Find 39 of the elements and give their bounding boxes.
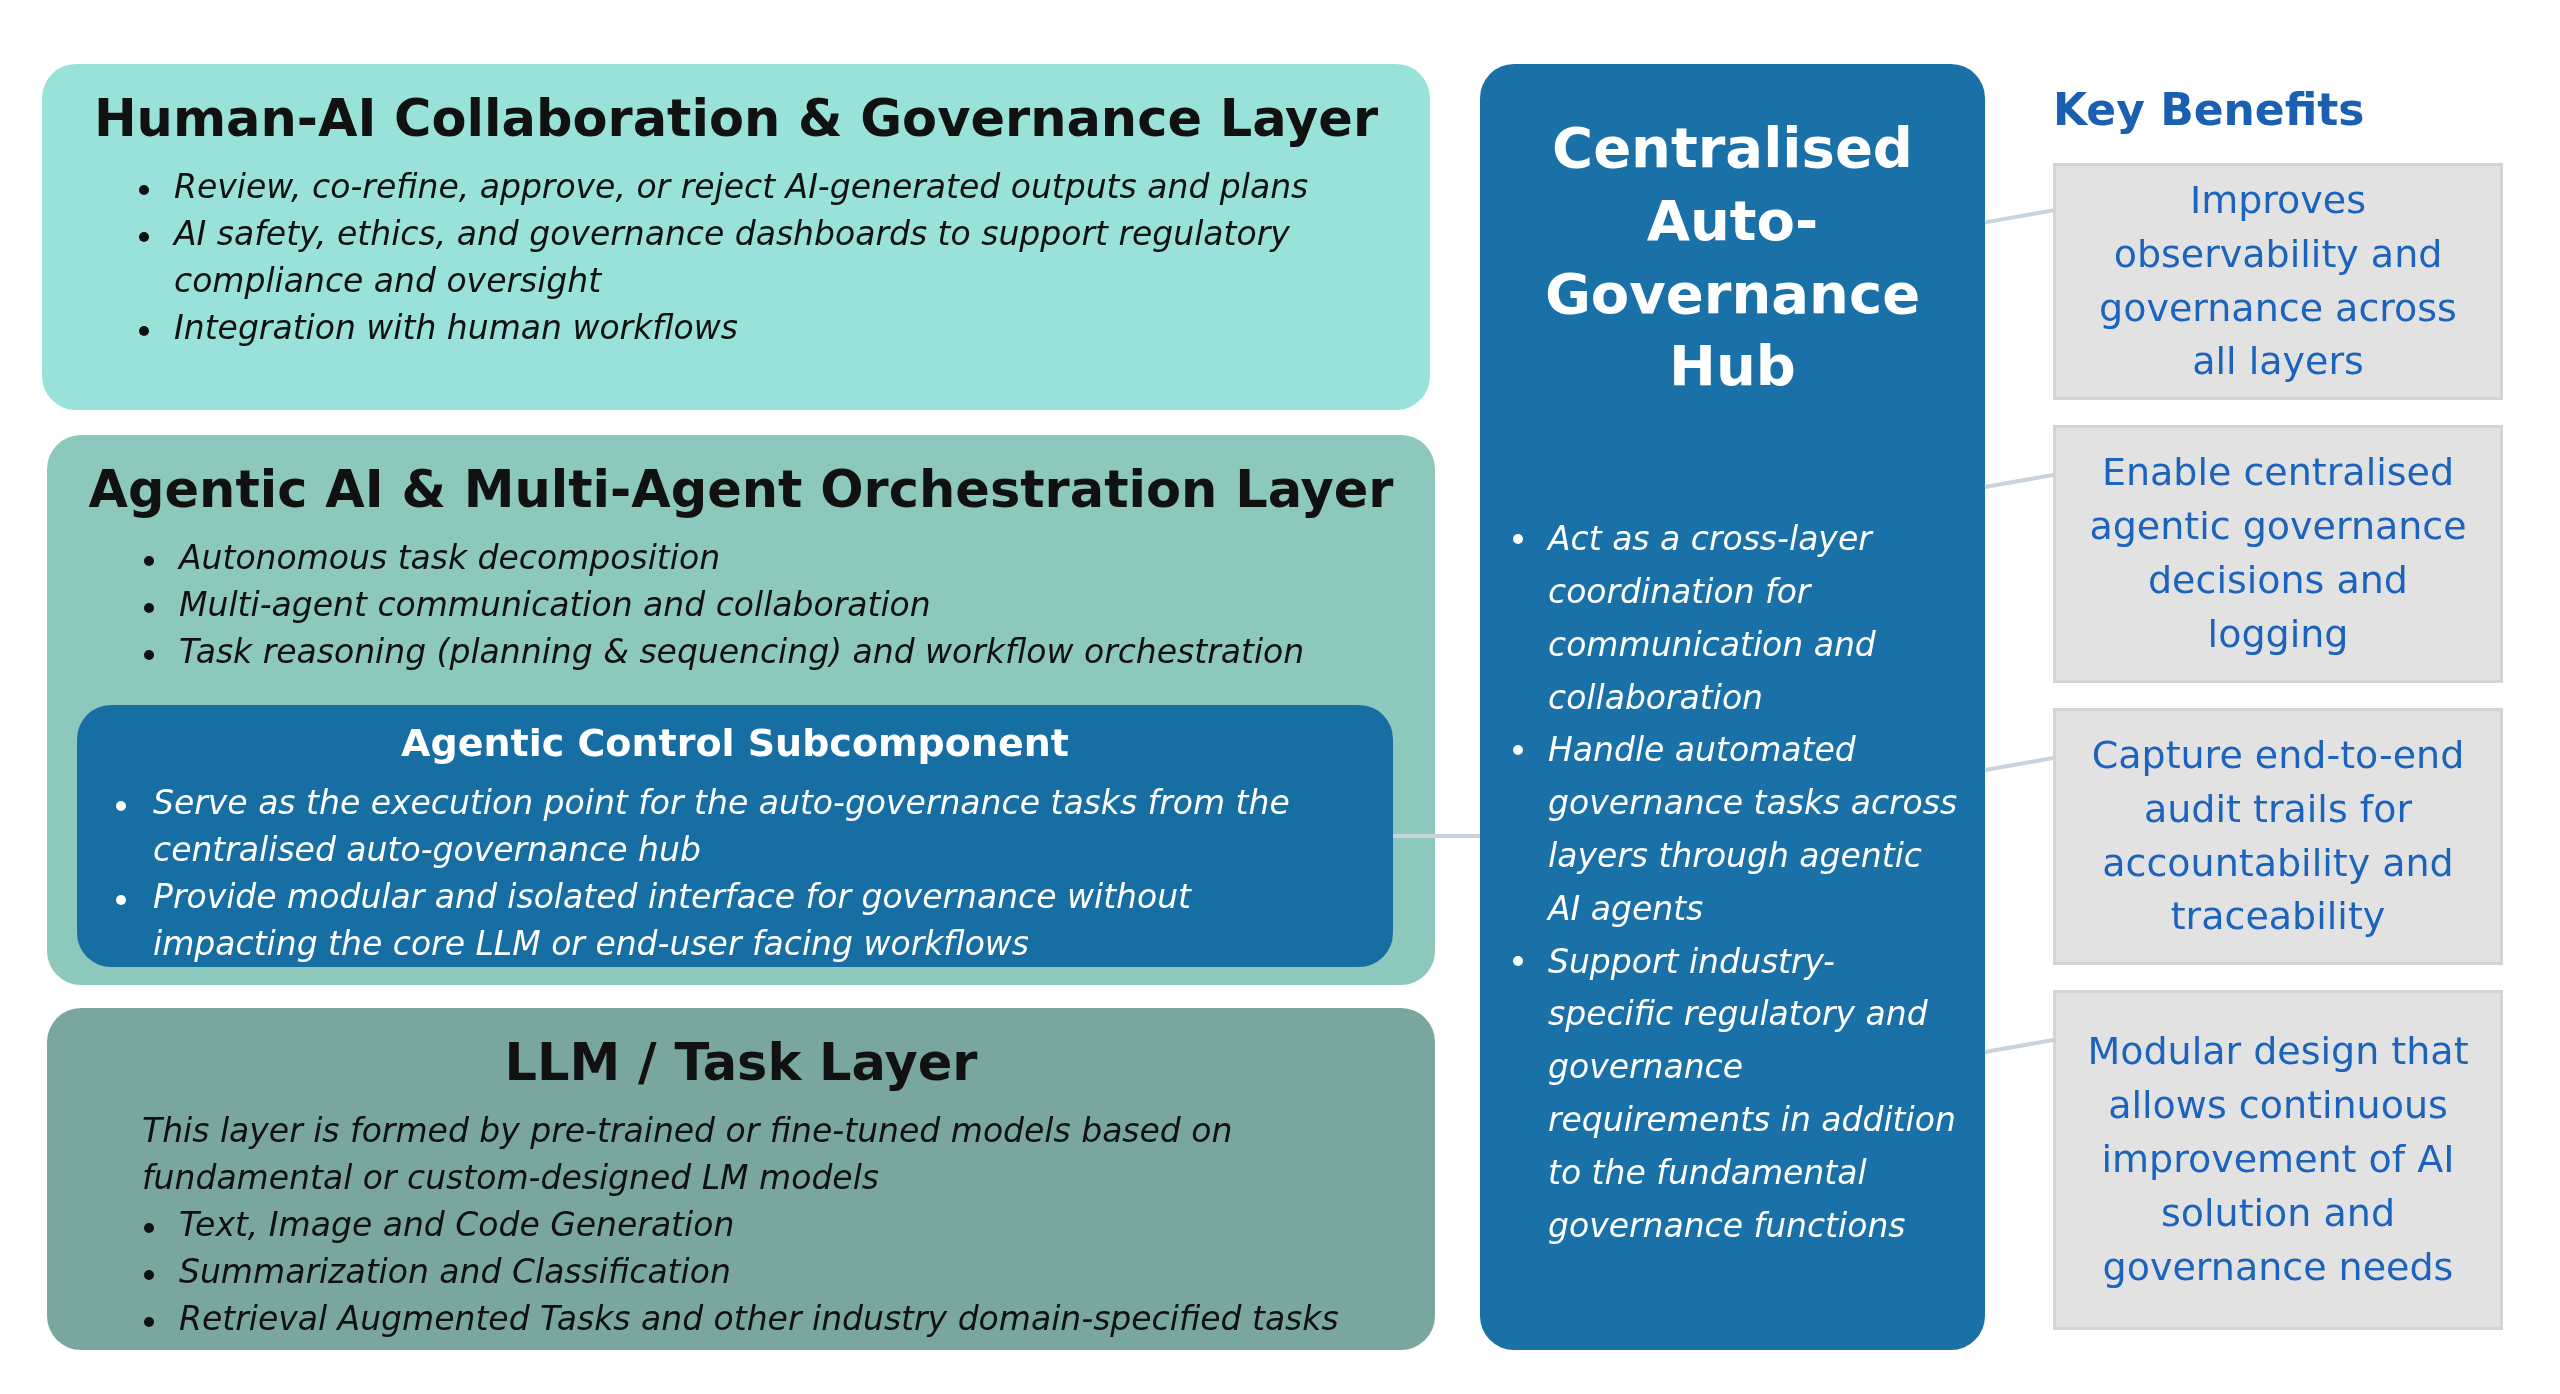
bullet-item: Support industry-specific regulatory and governance requirements in addition to the fundamental governance functions (1548, 941, 1956, 1245)
description-text: This layer is formed by pre-trained or fine-tuned models based on fundamental or custom-designed LM models (142, 1110, 1234, 1200)
bullet-item: Review, co-refine, approve, or reject AI-generated outputs and plans (174, 167, 1309, 207)
connector-line (1984, 756, 2054, 772)
bullet-item: Task reasoning (planning & sequencing) and workflow orchestration (179, 632, 1305, 671)
panel-title: Human-AI Collaboration & Governance Layer (93, 88, 1379, 150)
section-heading: Key Benefits (2053, 84, 2365, 135)
subcomponent-panel (77, 705, 1393, 967)
panel-title: Centralised Auto-Governance Hub (1543, 114, 1922, 401)
bullet-item: Text, Image and Code Generation (179, 1205, 735, 1244)
benefit-box (2053, 163, 2503, 400)
connector-line (1984, 473, 2054, 489)
bullet-item: Integration with human workflows (174, 307, 738, 347)
layer-panel (42, 64, 1430, 410)
bullet-item: Provide modular and isolated interface for governance without impacting the core LLM or end-user facing workflows (153, 877, 1192, 963)
benefit-box (2053, 708, 2503, 965)
hub-panel (1480, 64, 1985, 1350)
panel-title: Agentic AI & Multi-Agent Orchestration Layer (88, 459, 1394, 521)
bullet-item: Act as a cross-layer coordination for communication and collaboration (1548, 519, 1876, 717)
benefit-box (2053, 425, 2503, 683)
panel-title: LLM / Task Layer (504, 1032, 978, 1094)
bullet-item: Serve as the execution point for the auto-governance tasks from the centralised auto-governance hub (153, 783, 1290, 870)
connector-line (1984, 1038, 2054, 1054)
connector-line (1393, 834, 1480, 838)
benefit-text: Capture end-to-end audit trails for accountability and traceability (2090, 731, 2466, 941)
benefit-text: Modular design that allows continuous improvement of AI solution and governance needs (2086, 1028, 2470, 1291)
panel-title: Agentic Control Subcomponent (401, 720, 1069, 767)
bullet-item: Summarization and Classification (179, 1251, 731, 1291)
bullet-item: AI safety, ethics, and governance dashboards to support regulatory compliance and oversight (174, 214, 1290, 300)
bullet-item: Retrieval Augmented Tasks and other industry domain-specified tasks (179, 1298, 1339, 1338)
benefit-text: Enable centralised agentic governance decisions and logging (2088, 449, 2468, 658)
bullet-item: Handle automated governance tasks across layers through agentic AI agents (1548, 730, 1958, 928)
bullet-item: Multi-agent communication and collaboration (179, 585, 931, 625)
layer-panel (47, 1008, 1435, 1350)
benefit-box (2053, 990, 2503, 1330)
layer-panel (47, 435, 1435, 985)
benefit-text: Improves observability and governance across all layers (2098, 176, 2458, 386)
bullet-item: Autonomous task decomposition (179, 538, 721, 578)
connector-line (1984, 208, 2054, 225)
